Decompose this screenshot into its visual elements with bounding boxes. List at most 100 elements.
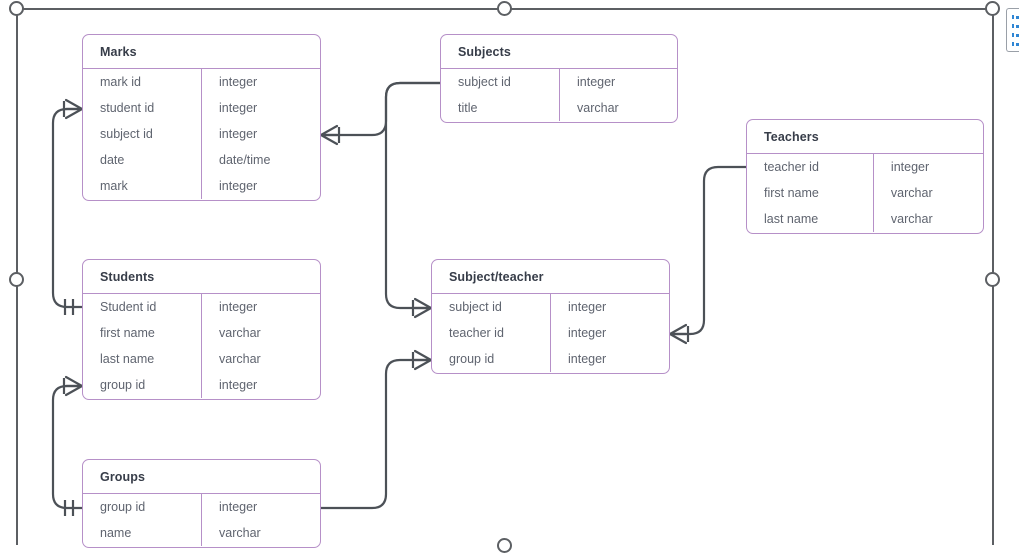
attribute-type: integer <box>890 160 930 174</box>
attribute-name: teacher id <box>432 320 551 346</box>
attribute-type: date/time <box>219 153 271 167</box>
attribute-name: mark <box>83 173 202 199</box>
entity-title-groups: Groups <box>83 460 320 494</box>
attribute-type: integer <box>219 378 258 392</box>
handle-top-right[interactable] <box>984 0 1000 16</box>
table-row[interactable]: group id integer <box>83 494 320 520</box>
relationship-students-groups <box>51 375 84 516</box>
table-row[interactable]: mark integer <box>83 173 320 199</box>
relationship-marks-students-many-end <box>64 98 84 120</box>
attribute-name: title <box>441 95 560 121</box>
handle-top-left[interactable] <box>8 0 24 16</box>
handle-middle-right[interactable] <box>984 271 1000 287</box>
attribute-type: varchar <box>219 352 261 366</box>
attribute-name: name <box>83 520 202 546</box>
attribute-name: group id <box>432 346 551 372</box>
handle-bottom-center[interactable] <box>496 537 512 553</box>
table-row[interactable]: teacher id integer <box>432 320 669 346</box>
entity-title-subjects: Subjects <box>441 35 677 69</box>
attribute-type: integer <box>568 352 607 366</box>
relationship-marks-students <box>51 98 84 315</box>
attribute-name: last name <box>83 346 202 372</box>
attribute-type: varchar <box>577 101 619 115</box>
right-tool-panel[interactable] <box>1006 8 1019 52</box>
attribute-type: varchar <box>219 526 261 540</box>
attribute-type: integer <box>219 127 258 141</box>
table-row[interactable]: Student id integer <box>83 294 320 320</box>
table-row[interactable]: subject id integer <box>83 121 320 147</box>
table-row[interactable]: title varchar <box>441 95 677 121</box>
attribute-type: integer <box>219 500 258 514</box>
table-row[interactable]: name varchar <box>83 520 320 546</box>
bullet-icon <box>1012 24 1014 28</box>
list-line <box>1015 24 1019 28</box>
handle-middle-left[interactable] <box>8 271 24 287</box>
relationship-students-groups-many-end <box>64 375 84 397</box>
table-row[interactable]: student id integer <box>83 95 320 121</box>
table-row[interactable]: group id integer <box>83 372 320 398</box>
relationship-groups-subject-teacher <box>302 349 433 516</box>
attribute-type: integer <box>219 300 258 314</box>
panel-list-row-2[interactable] <box>1012 24 1019 28</box>
table-row[interactable]: teacher id integer <box>747 154 983 180</box>
attribute-type: varchar <box>219 326 261 340</box>
entity-title-teachers: Teachers <box>747 120 983 154</box>
entity-title-students: Students <box>83 260 320 294</box>
attribute-name: first name <box>747 180 874 206</box>
table-row[interactable]: group id integer <box>432 346 669 372</box>
attribute-name: mark id <box>83 69 202 95</box>
attribute-name: teacher id <box>747 154 874 180</box>
table-row[interactable]: first name varchar <box>747 180 983 206</box>
list-line <box>1015 15 1019 19</box>
attribute-name: last name <box>747 206 874 232</box>
table-row[interactable]: last name varchar <box>83 346 320 372</box>
relationship-students-groups-line <box>51 384 84 510</box>
relationship-marks-students-line <box>51 107 84 309</box>
attribute-type: integer <box>219 75 258 89</box>
entity-rows-teachers: teacher id integer first name varchar last n… <box>747 154 983 232</box>
table-row[interactable]: mark id integer <box>83 69 320 95</box>
bullet-icon <box>1012 33 1014 37</box>
panel-list-row-3[interactable] <box>1012 33 1019 37</box>
panel-list-row-4[interactable] <box>1012 42 1019 46</box>
relationship-groups-subject-teacher-many-end <box>413 349 433 371</box>
attribute-type: integer <box>568 326 607 340</box>
attribute-name: group id <box>83 372 202 398</box>
attribute-type: varchar <box>890 186 933 200</box>
attribute-type: integer <box>219 179 258 193</box>
attribute-name: subject id <box>83 121 202 147</box>
relationship-marks-subjects-many-end <box>319 124 339 146</box>
relationship-marks-subjects <box>319 75 459 146</box>
relationship-subjects-subject-teacher-many-end <box>413 297 433 319</box>
attribute-name: first name <box>83 320 202 346</box>
table-row[interactable]: first name varchar <box>83 320 320 346</box>
handle-top-center[interactable] <box>496 0 512 16</box>
entity-title-marks: Marks <box>83 35 320 69</box>
bullet-icon <box>1012 15 1014 19</box>
attribute-name: student id <box>83 95 202 121</box>
attribute-type: integer <box>219 101 258 115</box>
attribute-name: Student id <box>83 294 202 320</box>
list-line <box>1015 33 1019 37</box>
attribute-name: subject id <box>432 294 551 320</box>
bullet-icon <box>1012 42 1014 46</box>
panel-list-row-1[interactable] <box>1012 15 1019 19</box>
attribute-name: group id <box>83 494 202 520</box>
entity-title-subject-teacher: Subject/teacher <box>432 260 669 294</box>
attribute-type: integer <box>577 75 616 89</box>
